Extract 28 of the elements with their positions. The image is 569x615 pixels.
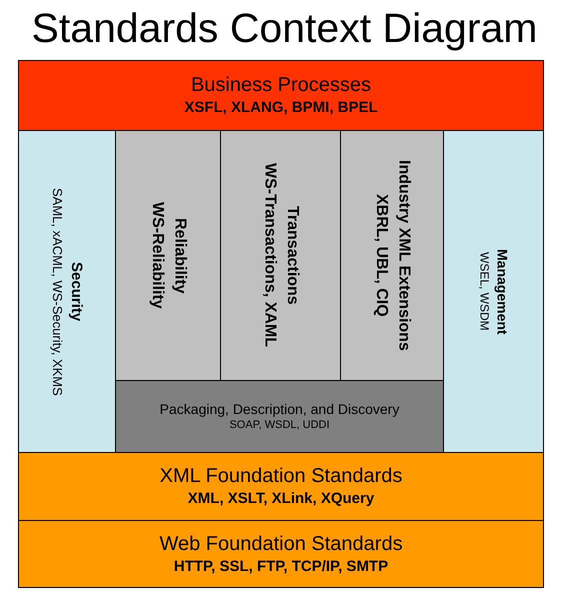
foundation-band (18, 452, 544, 521)
foundation-band (18, 520, 544, 588)
process-band (18, 60, 544, 131)
node-heading: Web Foundation Standards (159, 532, 403, 556)
node-heading: XML Foundation Standards (160, 465, 402, 488)
standards-column (115, 130, 221, 381)
node-body: XSFL, XLANG, BPMI, BPEL (184, 99, 378, 117)
node-body: WS-Transactions, XAML (260, 163, 278, 348)
node-heading: Packaging, Description, and Discovery (160, 401, 400, 418)
node-heading: Reliability (170, 218, 188, 294)
node-heading: Business Processes (190, 74, 372, 98)
node-body: WSEL, WSDM (476, 252, 490, 331)
node-body: WS-Reliability (148, 202, 166, 309)
node-body: XBRL, UBL, CIQ (372, 194, 390, 317)
node-body: HTTP, SSL, FTP, TCP/IP, SMTP (174, 558, 388, 576)
standards-column (340, 130, 444, 381)
node-heading: Transactions (282, 206, 301, 305)
node-body: SOAP, WSDL, UDDI (229, 419, 330, 432)
node-body: SAML, xACML, WS-Security, XKMS (48, 188, 64, 396)
node-heading: Management (494, 248, 510, 334)
node-heading: Industry XML Extensions (394, 160, 412, 351)
standards-column (443, 130, 544, 453)
standards-box (115, 380, 444, 453)
node-body: XML, XSLT, XLink, XQuery (188, 490, 374, 508)
standards-column (18, 130, 116, 453)
standards-column (220, 130, 341, 381)
node-heading: Security (68, 262, 86, 322)
diagram-title: Standards Context Diagram (30, 4, 538, 53)
